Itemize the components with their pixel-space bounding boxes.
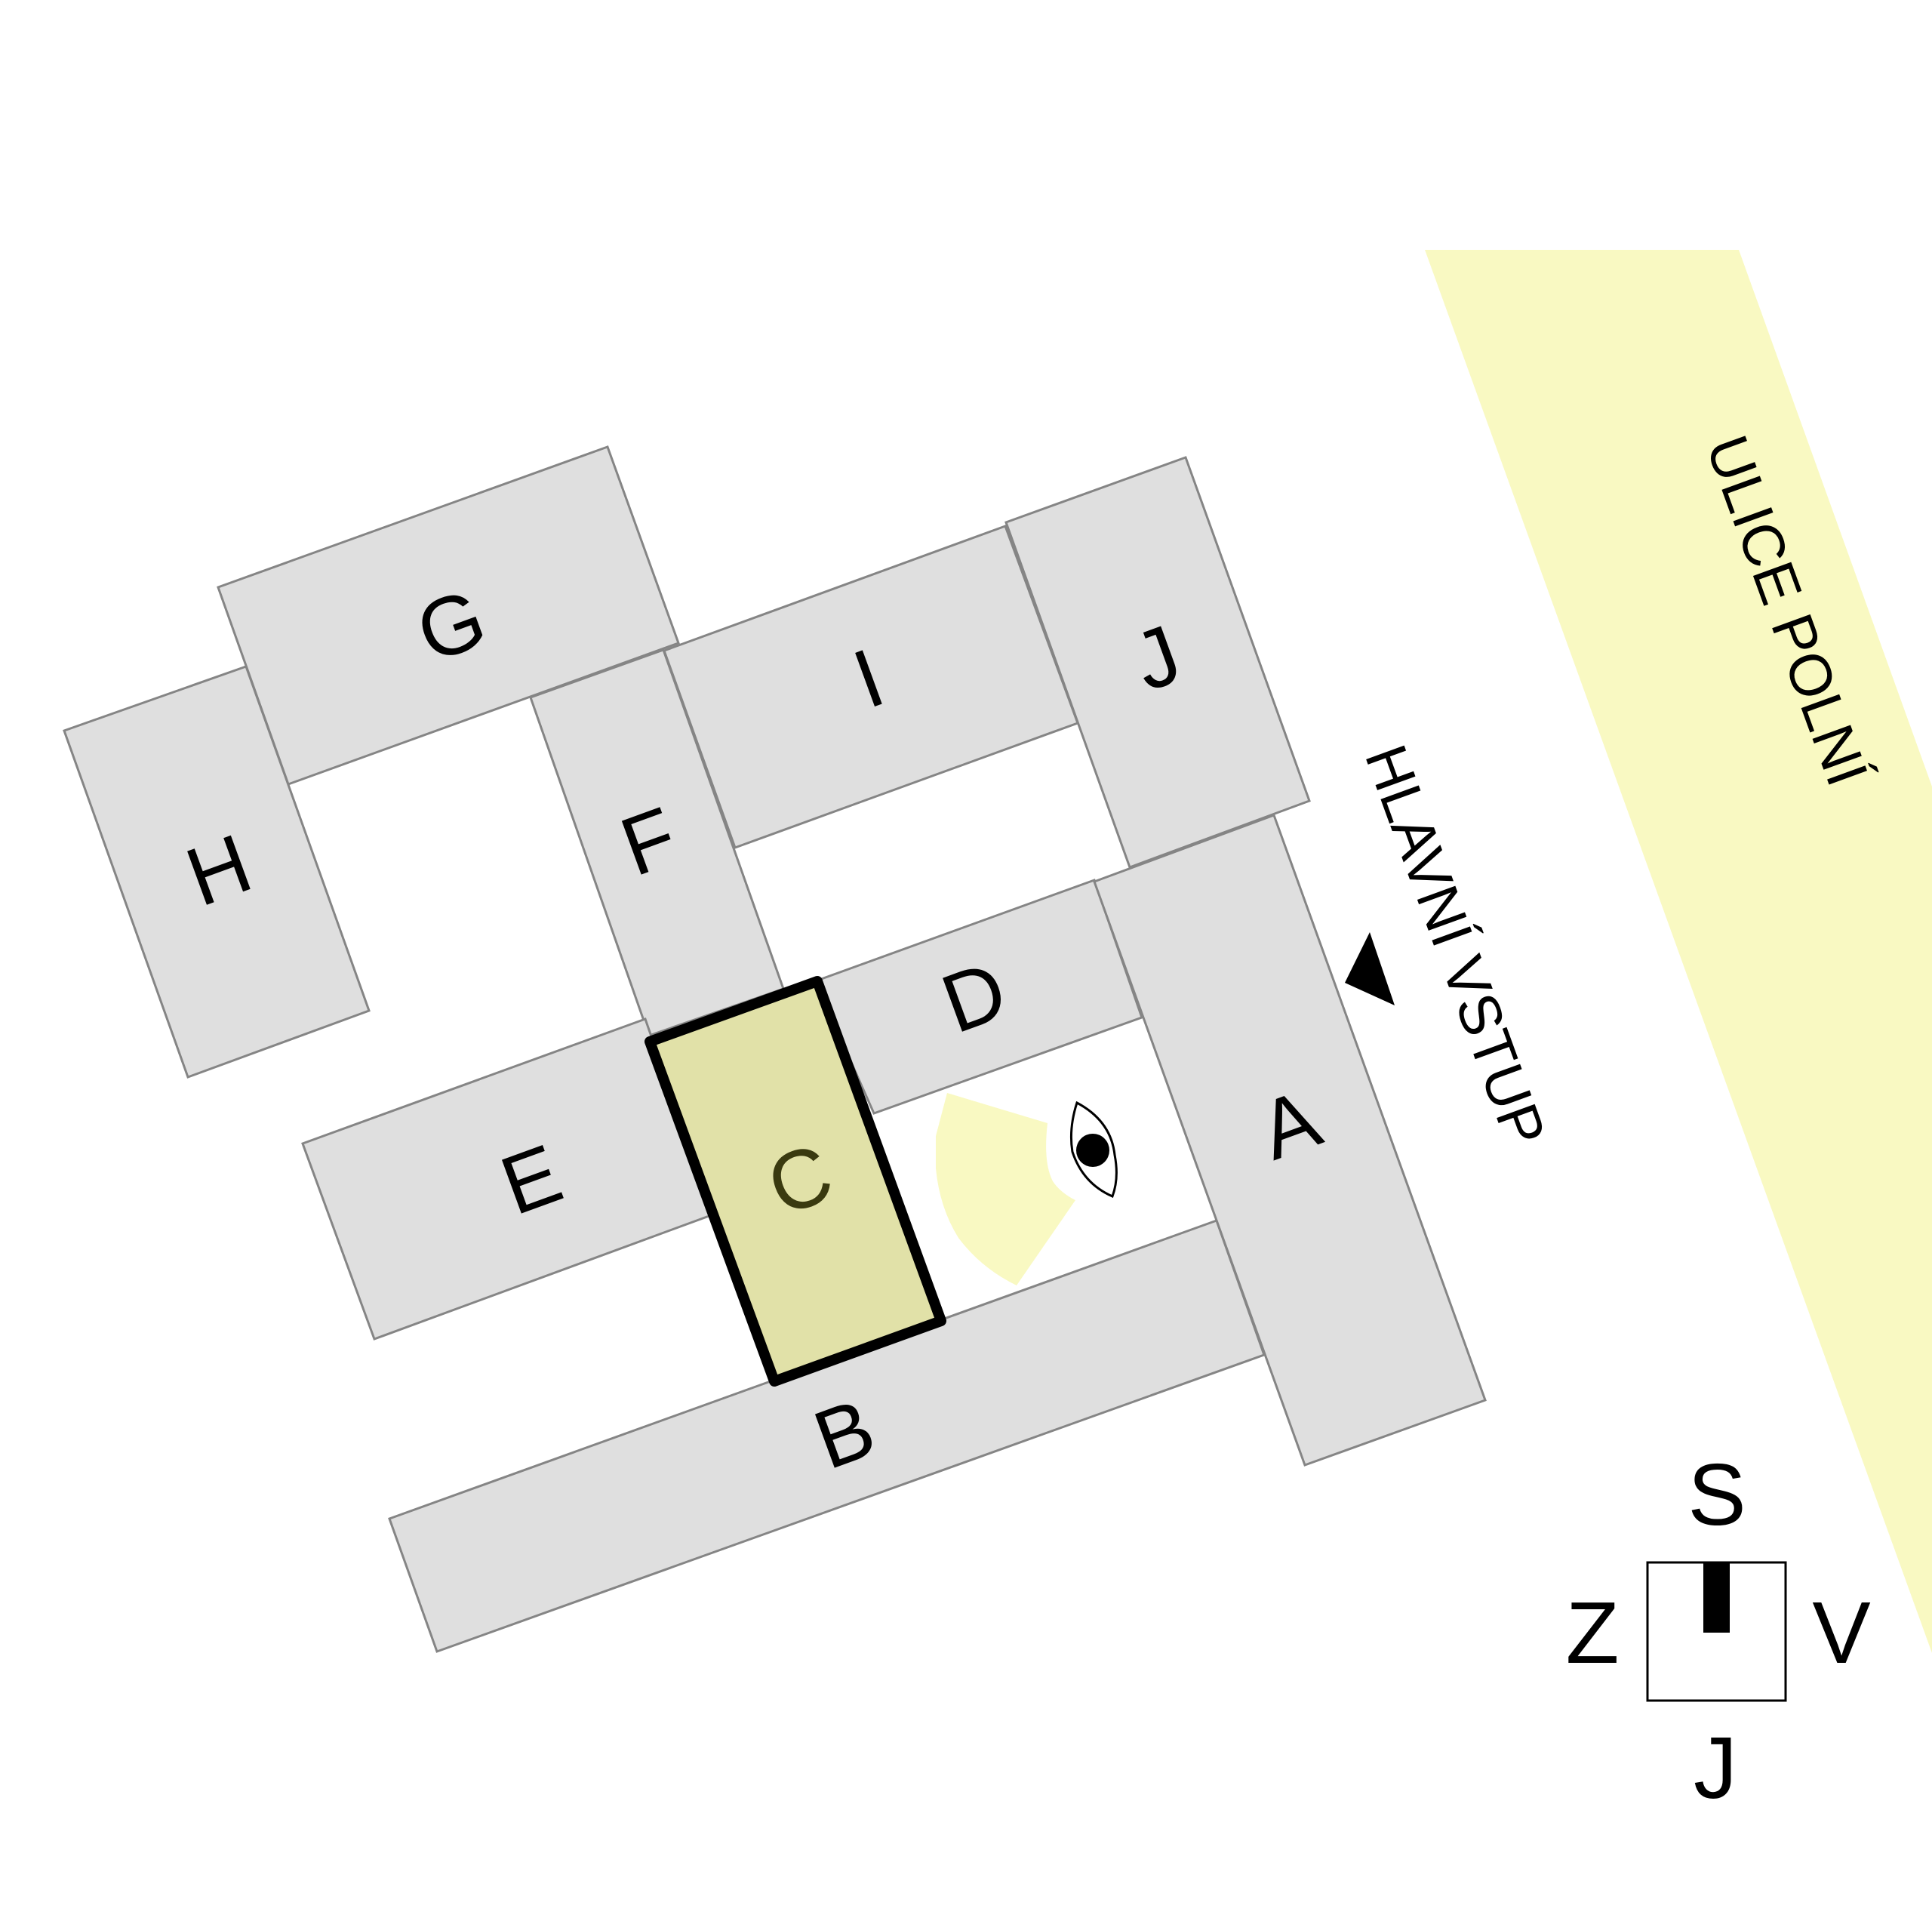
building-g bbox=[217, 445, 680, 786]
compass-west: Z bbox=[1566, 1584, 1620, 1682]
building-j bbox=[1004, 456, 1311, 869]
eye-icon bbox=[1069, 1101, 1118, 1199]
view-cone bbox=[936, 1093, 1075, 1285]
entrance-label: HLAVNÍ VSTUP bbox=[1352, 737, 1558, 1155]
building-a bbox=[1093, 814, 1487, 1467]
compass-south: J bbox=[1694, 1719, 1737, 1817]
building-h bbox=[63, 665, 371, 1079]
street-polni bbox=[1425, 250, 1932, 1653]
compass-needle bbox=[1703, 1562, 1730, 1633]
compass-north: S bbox=[1687, 1445, 1746, 1544]
compass: S J Z V bbox=[1566, 1445, 1871, 1817]
compass-east: V bbox=[1812, 1584, 1870, 1682]
triangle-arrow-icon bbox=[1345, 932, 1395, 1005]
building-c bbox=[645, 976, 946, 1387]
